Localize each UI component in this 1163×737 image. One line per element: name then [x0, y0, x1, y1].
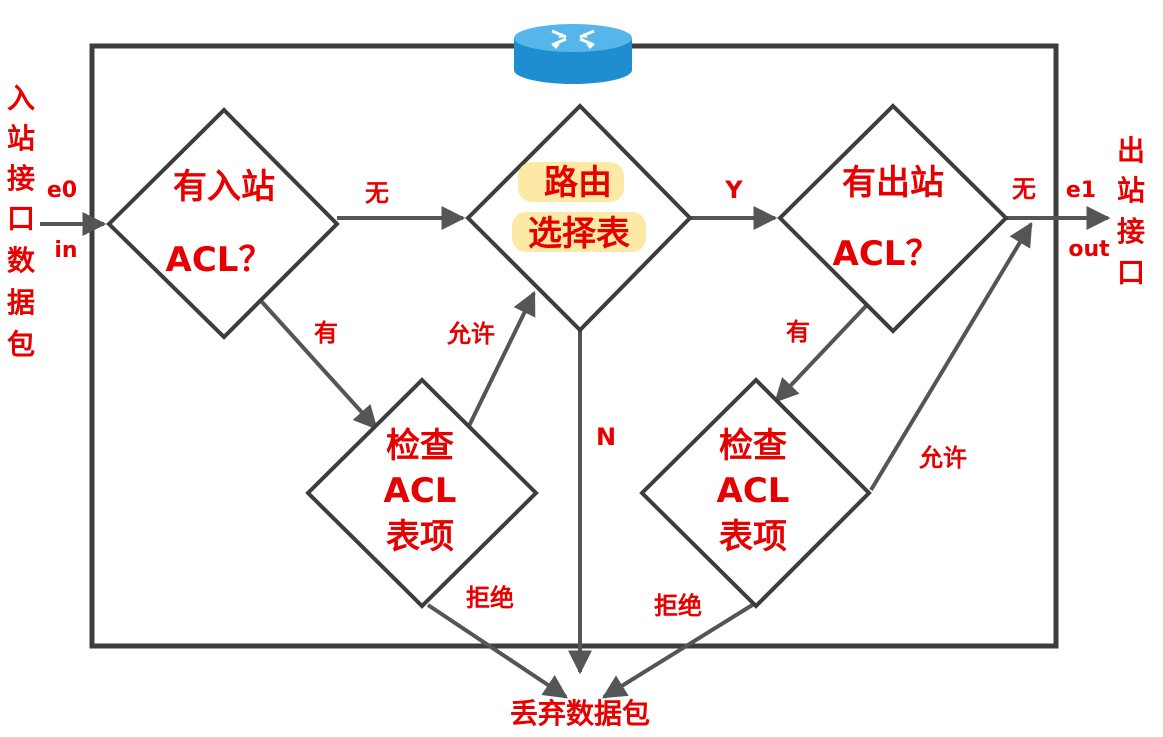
- edge-label-outbound-has: 有: [786, 318, 810, 346]
- ingress-interface-label: e0: [47, 178, 77, 203]
- outbound-acl-entries-line3: 表项: [719, 517, 787, 557]
- edge-label-inbound-none: 无: [365, 179, 389, 207]
- edge-label-outbound-deny: 拒绝: [654, 592, 702, 620]
- outbound-acl-check-node: [777, 103, 1009, 334]
- inbound-acl-entries-node: [305, 377, 539, 609]
- routing-table-line1: 路由: [544, 163, 612, 203]
- egress-char: 站: [1117, 174, 1145, 207]
- outbound-acl-entries-node: [639, 377, 872, 609]
- egress-char: 口: [1117, 256, 1145, 289]
- ingress-char: 入: [7, 82, 35, 115]
- outbound-acl-entries-line1: 检查: [719, 426, 787, 466]
- edge-outbound-deny: [601, 602, 756, 699]
- edge-label-route-yes: Y: [724, 176, 743, 204]
- inbound-acl-check-node: [106, 107, 340, 340]
- edge-label-outbound-none: 无: [1012, 175, 1036, 203]
- ingress-char: 口: [7, 202, 35, 235]
- ingress-char: 包: [7, 328, 35, 361]
- egress-side-label: 出 站 接 口: [1117, 134, 1145, 289]
- edge-label-inbound-deny: 拒绝: [466, 584, 514, 612]
- inbound-acl-entries-line3: 表项: [386, 517, 454, 557]
- edge-label-inbound-has: 有: [314, 319, 338, 347]
- inbound-acl-check-line2: ACL？: [166, 240, 273, 280]
- egress-interface-label: e1: [1066, 178, 1096, 203]
- inbound-acl-check-line1: 有入站: [173, 167, 275, 207]
- ingress-char: 接: [7, 162, 35, 195]
- ingress-direction-label: in: [54, 238, 77, 263]
- router-icon: [514, 24, 632, 84]
- egress-char: 接: [1117, 215, 1145, 248]
- inbound-acl-entries-line1: 检查: [386, 426, 454, 466]
- outbound-acl-check-line2: ACL？: [833, 234, 940, 274]
- edge-inbound-permit: [466, 290, 536, 429]
- routing-table-line2: 选择表: [528, 214, 630, 254]
- outbound-acl-check-line1: 有出站: [842, 163, 944, 203]
- routing-table-highlight: [518, 162, 624, 202]
- edge-outbound-has: [774, 304, 868, 403]
- egress-char: 出: [1117, 134, 1145, 167]
- egress-direction-label: out: [1068, 237, 1110, 262]
- edge-label-inbound-permit: 允许: [446, 320, 495, 348]
- routing-table-highlight-2: [512, 212, 646, 252]
- outbound-acl-entries-line2: ACL: [717, 471, 790, 511]
- ingress-char: 数: [7, 244, 36, 277]
- edge-label-outbound-permit: 允许: [918, 444, 967, 472]
- discard-node: 丢弃数据包: [510, 697, 650, 730]
- edge-outbound-permit: [869, 221, 1033, 492]
- ingress-side-label: 入 站 接 口 数 据 包: [7, 82, 36, 361]
- edge-inbound-has: [260, 300, 378, 430]
- edge-label-route-no: N: [596, 423, 616, 451]
- ingress-char: 站: [7, 122, 35, 155]
- ingress-char: 据: [7, 286, 35, 319]
- edge-inbound-deny: [426, 603, 568, 699]
- inbound-acl-entries-line2: ACL: [384, 471, 457, 511]
